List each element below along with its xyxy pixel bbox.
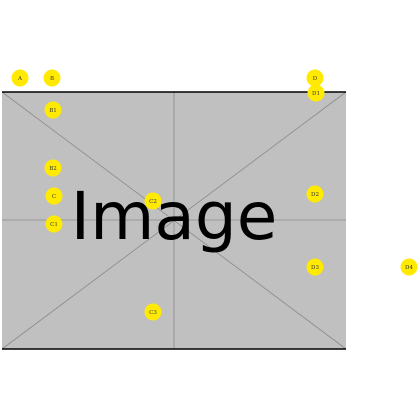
- marker-label: B: [50, 76, 54, 82]
- marker-c1: C1: [45, 215, 63, 233]
- marker-b: B: [43, 69, 61, 87]
- marker-dot: [44, 101, 62, 119]
- marker-c3: C3: [144, 303, 162, 321]
- marker-dot: [43, 69, 61, 87]
- marker-label: B2: [49, 166, 57, 172]
- marker-dot: [45, 215, 63, 233]
- marker-label: D1: [312, 91, 320, 97]
- marker-dot: [45, 187, 63, 205]
- marker-d1: D1: [307, 84, 325, 102]
- marker-dot: [11, 69, 29, 87]
- marker-label: C3: [149, 310, 157, 316]
- marker-d: D: [306, 69, 324, 87]
- marker-label: C: [52, 194, 56, 200]
- marker-dot: [400, 258, 418, 276]
- marker-dot: [144, 192, 162, 210]
- marker-label: D2: [311, 192, 319, 198]
- marker-label: D3: [311, 265, 319, 271]
- marker-label: B1: [49, 108, 57, 114]
- marker-dot: [144, 303, 162, 321]
- marker-d3: D3: [306, 258, 324, 276]
- marker-c: C: [45, 187, 63, 205]
- marker-label: C2: [149, 199, 157, 205]
- marker-label: C1: [50, 222, 58, 228]
- marker-dot: [306, 258, 324, 276]
- marker-label: D: [313, 76, 318, 82]
- marker-dot: [44, 159, 62, 177]
- placeholder-text: Image: [71, 178, 278, 255]
- marker-label: D4: [405, 265, 413, 271]
- marker-d4: D4: [400, 258, 418, 276]
- marker-a: A: [11, 69, 29, 87]
- marker-d2: D2: [306, 185, 324, 203]
- marker-dot: [307, 84, 325, 102]
- marker-b1: B1: [44, 101, 62, 119]
- marker-b2: B2: [44, 159, 62, 177]
- marker-c2: C2: [144, 192, 162, 210]
- marker-label: A: [17, 76, 23, 82]
- marker-dot: [306, 185, 324, 203]
- marker-dot: [306, 69, 324, 87]
